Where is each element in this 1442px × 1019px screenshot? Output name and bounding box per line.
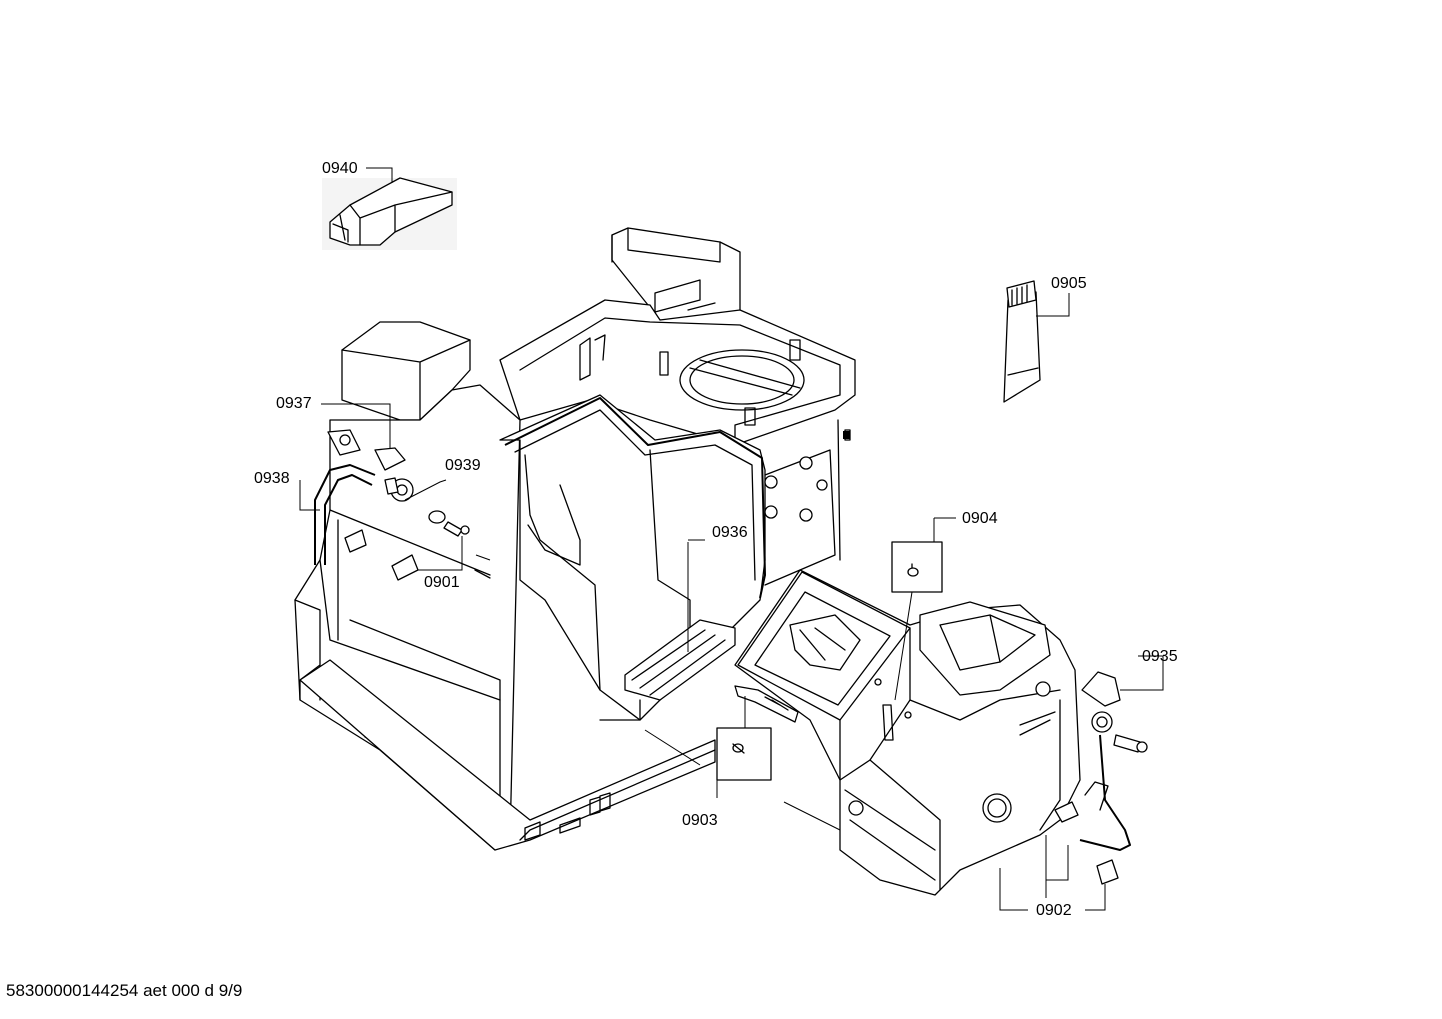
main-housing: [294, 227, 856, 851]
callout-box-0903: [716, 727, 772, 781]
part-label-0903: 0903: [682, 812, 718, 829]
part-label-0939: 0939: [445, 457, 481, 474]
part-label-0938: 0938: [254, 470, 290, 487]
part-label-0905: 0905: [1051, 275, 1087, 292]
part-label-0937: 0937: [276, 395, 312, 412]
callout-box-0904: [891, 541, 943, 593]
part-label-0904: 0904: [962, 510, 998, 527]
part-label-0936: 0936: [712, 524, 748, 541]
part-0940-cover: [322, 177, 457, 250]
part-0905-tube: [1003, 280, 1041, 403]
brew-unit: [734, 569, 1148, 896]
part-label-0935: 0935: [1142, 648, 1178, 665]
part-label-0902: 0902: [1036, 902, 1072, 919]
left-small-parts: [314, 429, 491, 581]
part-label-0940: 0940: [322, 160, 358, 177]
part-label-0901: 0901: [424, 574, 460, 591]
document-reference-footer: 58300000144254 aet 000 d 9/9: [6, 981, 243, 1000]
